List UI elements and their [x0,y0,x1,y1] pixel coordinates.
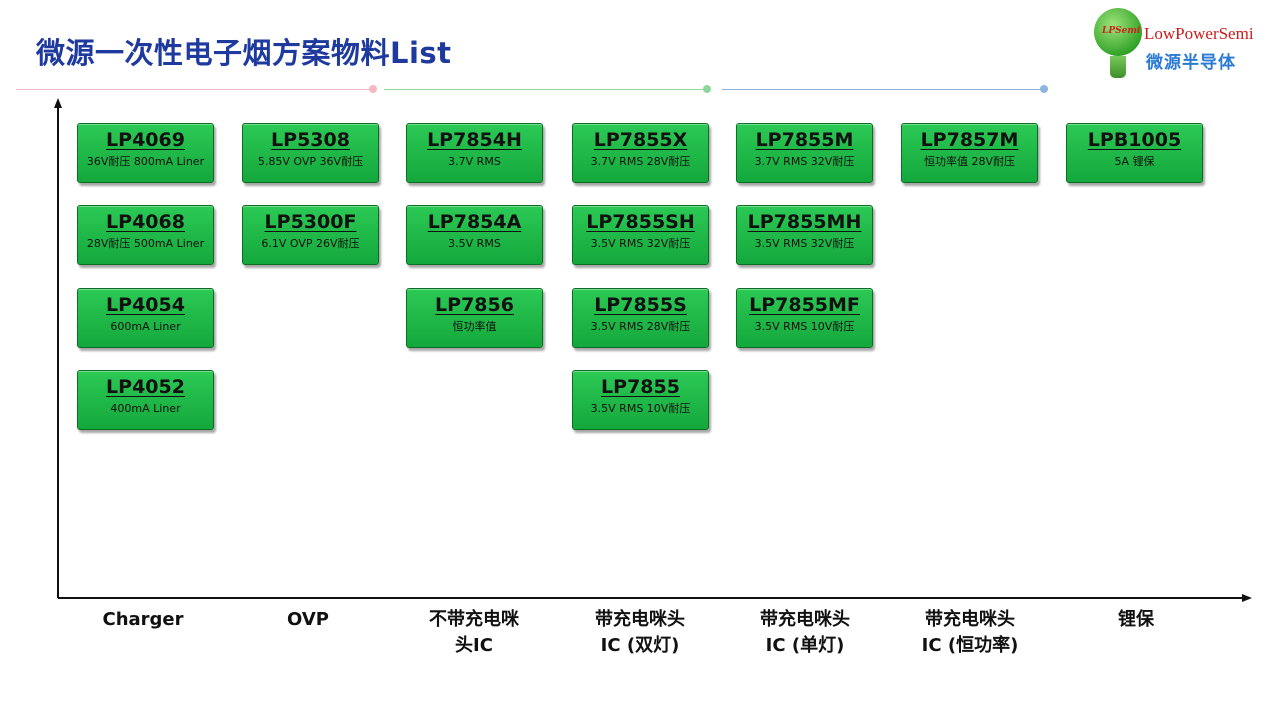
product-desc: 3.7V RMS 32V耐压 [754,155,855,168]
globe-icon: LPSemi [1094,8,1142,56]
divider-dot-pink [369,85,377,93]
bulb-stem-icon [1110,56,1126,78]
product-name: LP7855X [593,129,688,151]
product-name: LP5300F [264,211,357,233]
product-desc: 3.5V RMS 10V耐压 [590,402,691,415]
product-desc: 3.5V RMS 32V耐压 [590,237,691,250]
product-box: LP7855MF 3.5V RMS 10V耐压 [736,288,873,348]
product-box: LP7855X 3.7V RMS 28V耐压 [572,123,709,183]
product-box: LPB1005 5A 锂保 [1066,123,1203,183]
divider-green [384,89,706,90]
product-box: LP7855SH 3.5V RMS 32V耐压 [572,205,709,265]
product-name: LP4069 [106,129,185,151]
product-box: LP7854H 3.7V RMS [406,123,543,183]
product-box: LP7856 恒功率值 [406,288,543,348]
product-desc: 400mA Liner [110,402,181,415]
product-desc: 3.5V RMS 28V耐压 [590,320,691,333]
product-desc: 3.7V RMS [448,155,501,168]
product-box: LP7855MH 3.5V RMS 32V耐压 [736,205,873,265]
product-box: LP5308 5.85V OVP 36V耐压 [242,123,379,183]
product-desc: 3.5V RMS [448,237,501,250]
brand-name-cn: 微源半导体 [1146,53,1236,73]
product-name: LP7856 [435,294,514,316]
divider-pink [16,89,372,90]
product-box: LP7854A 3.5V RMS [406,205,543,265]
product-name: LP7855M [755,129,854,151]
product-box: LP7855M 3.7V RMS 32V耐压 [736,123,873,183]
category-label: OVP [287,609,329,630]
product-box: LP4052 400mA Liner [77,370,214,430]
product-name: LP4068 [106,211,185,233]
product-desc: 恒功率值 [452,320,497,333]
product-desc: 3.7V RMS 28V耐压 [590,155,691,168]
page-title: 微源一次性电子烟方案物料List [36,36,452,70]
product-box: LP7857M 恒功率值 28V耐压 [901,123,1038,183]
product-name: LP4052 [106,376,185,398]
product-desc: 3.5V RMS 10V耐压 [754,320,855,333]
brand-name-en: LowPowerSemi [1144,24,1254,43]
product-name: LP7855S [594,294,687,316]
product-name: LP7855MF [749,294,860,316]
product-desc: 600mA Liner [110,320,181,333]
product-desc: 5.85V OVP 36V耐压 [257,155,364,168]
y-axis-arrow [54,98,62,108]
product-name: LP7854H [427,129,522,151]
product-name: LP7855SH [586,211,695,233]
product-name: LPB1005 [1087,129,1182,151]
category-label: 锂保 [1118,609,1154,630]
product-name: LP7855MH [747,211,862,233]
category-label: 不带充电咪头IC [429,609,519,656]
product-desc: 恒功率值 28V耐压 [923,155,1016,168]
product-desc: 28V耐压 500mA Liner [86,237,205,250]
product-name: LP5308 [271,129,350,151]
product-name: LP4054 [106,294,185,316]
x-axis-arrow [1242,594,1252,602]
product-box: LP5300F 6.1V OVP 26V耐压 [242,205,379,265]
product-name: LP7857M [920,129,1019,151]
product-desc: 36V耐压 800mA Liner [86,155,205,168]
divider-dot-green [703,85,711,93]
category-label: Charger [102,609,184,630]
company-logo: LPSemi LowPowerSemi 微源半导体 [1094,8,1254,86]
product-name: LP7854A [427,211,522,233]
product-name: LP7855 [601,376,680,398]
product-desc: 6.1V OVP 26V耐压 [261,237,360,250]
product-box: LP4068 28V耐压 500mA Liner [77,205,214,265]
divider-blue [722,89,1043,90]
product-desc: 5A 锂保 [1114,155,1155,168]
product-box: LP4069 36V耐压 800mA Liner [77,123,214,183]
product-box: LP7855 3.5V RMS 10V耐压 [572,370,709,430]
product-box: LP4054 600mA Liner [77,288,214,348]
divider-dot-blue [1040,85,1048,93]
product-desc: 3.5V RMS 32V耐压 [754,237,855,250]
product-box: LP7855S 3.5V RMS 28V耐压 [572,288,709,348]
